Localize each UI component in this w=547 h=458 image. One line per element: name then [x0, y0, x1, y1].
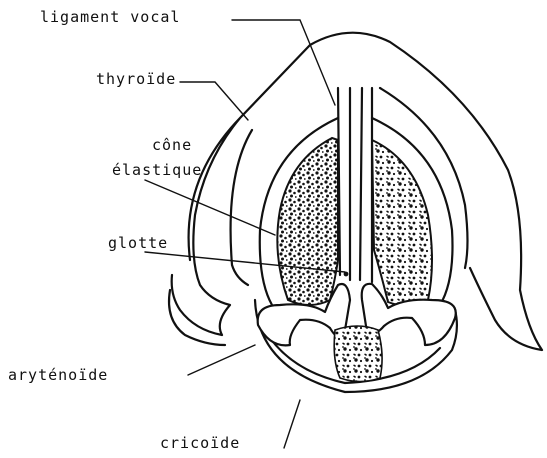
leader-cone	[145, 180, 275, 235]
leader-cricoide	[284, 400, 300, 448]
elastic-cone-right	[372, 140, 432, 306]
label-cricoide: cricoïde	[160, 436, 240, 451]
leader-thyroide	[180, 82, 248, 120]
vocal-ligament-right	[360, 88, 362, 280]
leader-arytenoide	[188, 345, 255, 375]
label-cone-line2: élastique	[112, 163, 202, 178]
label-thyroide: thyroïde	[96, 72, 176, 87]
label-arytenoide: aryténoïde	[8, 368, 108, 383]
thyroid-cartilage	[172, 33, 542, 350]
leader-ligament	[232, 20, 335, 105]
elastic-cone-left	[277, 138, 338, 305]
label-ligament-vocal: ligament vocal	[40, 10, 180, 25]
label-glotte: glotte	[108, 236, 168, 251]
subglottic-area	[334, 326, 382, 382]
label-cone-line1: cône	[152, 138, 192, 153]
